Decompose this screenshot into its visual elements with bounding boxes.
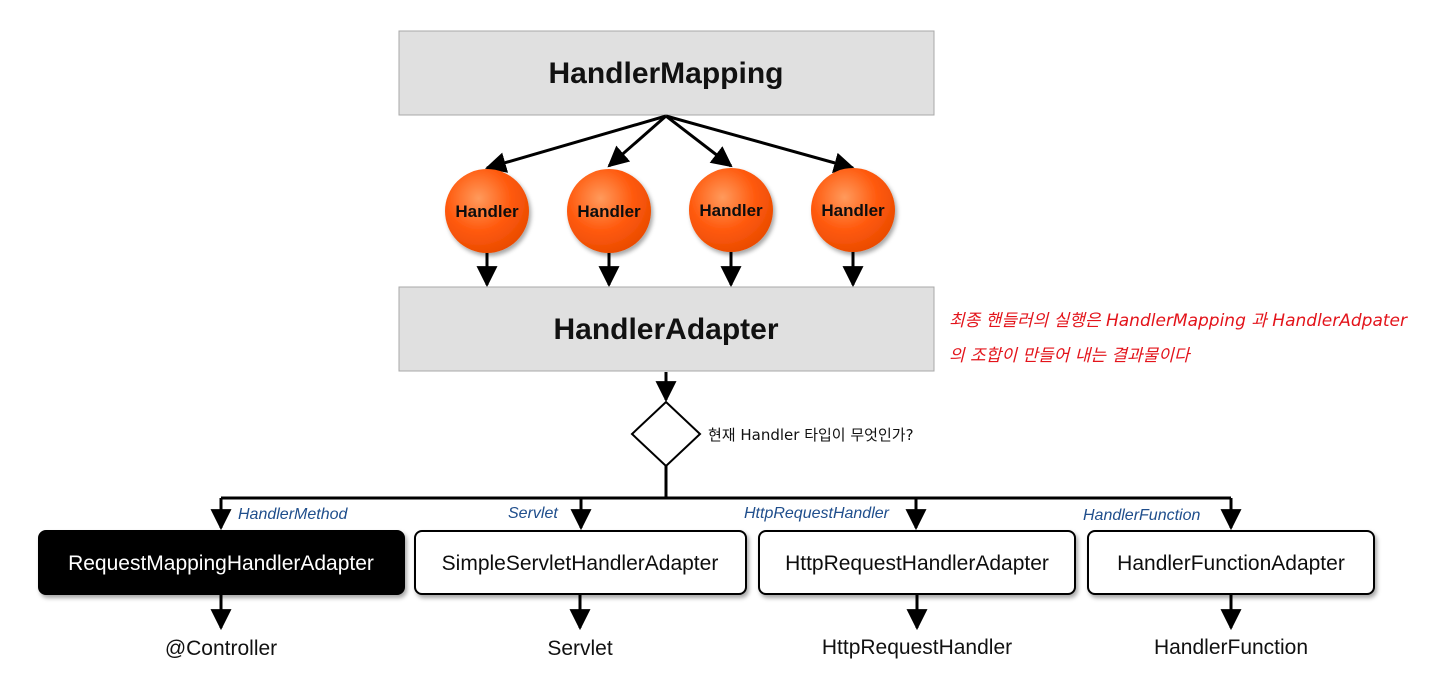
handler-label: Handler <box>699 201 763 220</box>
adapter-label: RequestMappingHandlerAdapter <box>68 552 374 575</box>
branch-type-label: HandlerFunction <box>1083 507 1201 524</box>
decision: 현재 Handler 타입이 무엇인가? <box>630 400 914 468</box>
adapter-boxes: RequestMappingHandlerAdapter SimpleServl… <box>38 530 1375 595</box>
adapter-label: HandlerFunctionAdapter <box>1117 552 1345 575</box>
adapter-label: SimpleServletHandlerAdapter <box>442 552 719 575</box>
handler-label: Handler <box>821 201 885 220</box>
decision-question: 현재 Handler 타입이 무엇인가? <box>708 426 914 444</box>
adapter-box-handler-function: HandlerFunctionAdapter <box>1087 530 1375 595</box>
results: @Controller Servlet HttpRequestHandler H… <box>165 636 1308 660</box>
adapter-label: HttpRequestHandlerAdapter <box>785 552 1049 575</box>
handler-adapter-box: HandlerAdapter <box>398 286 935 372</box>
handler-node: Handler <box>445 169 529 253</box>
handler-circles: Handler Handler Handler Handler <box>445 168 895 253</box>
handler-label: Handler <box>455 202 519 221</box>
handler-node: Handler <box>689 168 773 252</box>
result-label: Servlet <box>547 637 613 660</box>
arrow-mapping-handler-2 <box>607 114 667 168</box>
adapter-to-result-arrows <box>210 595 1242 631</box>
handler-label: Handler <box>577 202 641 221</box>
adapter-box-http-request: HttpRequestHandlerAdapter <box>758 530 1076 595</box>
branch-type-labels: HandlerMethod Servlet HttpRequestHandler… <box>238 505 1201 524</box>
note: 최종 핸들러의 실행은 HandlerMapping 과 HandlerAdpa… <box>949 311 1408 366</box>
result-label: HttpRequestHandler <box>822 636 1012 659</box>
branch-type-label: Servlet <box>508 505 558 522</box>
decision-diamond <box>630 400 702 468</box>
branch-connectors <box>210 466 1242 531</box>
handler-mapping-box: HandlerMapping <box>398 30 935 116</box>
note-line-2: 의 조합이 만들어 내는 결과물이다 <box>949 346 1192 366</box>
handler-adapter-label: HandlerAdapter <box>553 313 778 346</box>
arrow-mapping-handler-4 <box>665 114 856 174</box>
adapter-box-request-mapping: RequestMappingHandlerAdapter <box>38 530 405 595</box>
handler-mapping-label: HandlerMapping <box>548 57 783 90</box>
adapter-box-simple-servlet: SimpleServletHandlerAdapter <box>414 530 747 595</box>
note-line-1: 최종 핸들러의 실행은 HandlerMapping 과 HandlerAdpa… <box>949 311 1408 331</box>
handler-node: Handler <box>567 169 651 253</box>
result-label: HandlerFunction <box>1154 636 1308 659</box>
result-label: @Controller <box>165 637 277 660</box>
arrow-mapping-handler-1 <box>484 114 667 173</box>
mapping-to-handler-arrows <box>484 114 856 174</box>
arrow-mapping-handler-3 <box>665 114 733 168</box>
branch-type-label: HttpRequestHandler <box>744 505 890 522</box>
handler-node: Handler <box>811 168 895 252</box>
handler-to-adapter-arrows <box>476 252 864 288</box>
branch-type-label: HandlerMethod <box>238 506 349 523</box>
